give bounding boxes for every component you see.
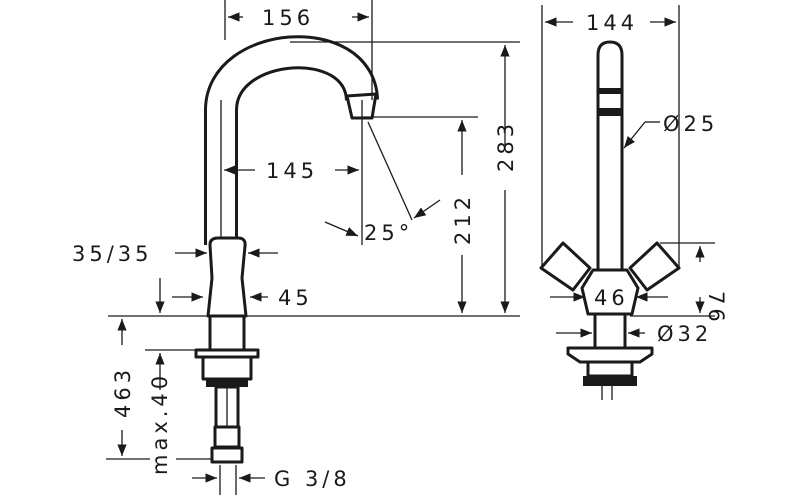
dim-spout-angle: 25° xyxy=(364,221,413,245)
mounting-plate-front xyxy=(566,346,654,364)
hose-fitting xyxy=(210,446,244,464)
spout-front xyxy=(596,40,624,270)
dim-body-width: 45 xyxy=(278,286,313,310)
hose-thread xyxy=(213,425,241,449)
dim-spout-reach: 156 xyxy=(262,6,314,30)
nut-band xyxy=(206,379,248,387)
dim-total-height: 283 xyxy=(494,120,518,172)
dim-body-width-front: 46 xyxy=(594,286,629,310)
dim-spout-diameter: Ø25 xyxy=(663,112,718,136)
front-view: 144 Ø25 76 46 Ø32 xyxy=(539,5,728,400)
dim-max-deck-thickness: max.40 xyxy=(148,372,172,475)
neck xyxy=(208,314,246,352)
dim-spout-height: 212 xyxy=(451,193,475,245)
body-front xyxy=(580,268,640,316)
body xyxy=(206,277,248,318)
dim-handle-span: 144 xyxy=(586,11,638,35)
dim-handle-size: 35/35 xyxy=(72,242,153,266)
dim-handle-height: 76 xyxy=(704,291,728,326)
spout xyxy=(204,35,379,250)
aerator-band xyxy=(599,88,621,94)
handle-right[interactable] xyxy=(628,241,681,292)
neck-front xyxy=(593,312,627,350)
dim-spout-inner-reach: 145 xyxy=(266,159,318,183)
handle-left[interactable] xyxy=(539,241,592,292)
dim-connection-thread: G 3/8 xyxy=(274,467,351,491)
nut xyxy=(201,355,253,381)
side-view: 156 145 283 212 25° 35/35 45 max.40 xyxy=(72,0,520,495)
dim-hose-length: 463 xyxy=(111,366,135,418)
nut-front xyxy=(586,360,634,378)
dim-base-diameter: Ø32 xyxy=(657,322,712,346)
